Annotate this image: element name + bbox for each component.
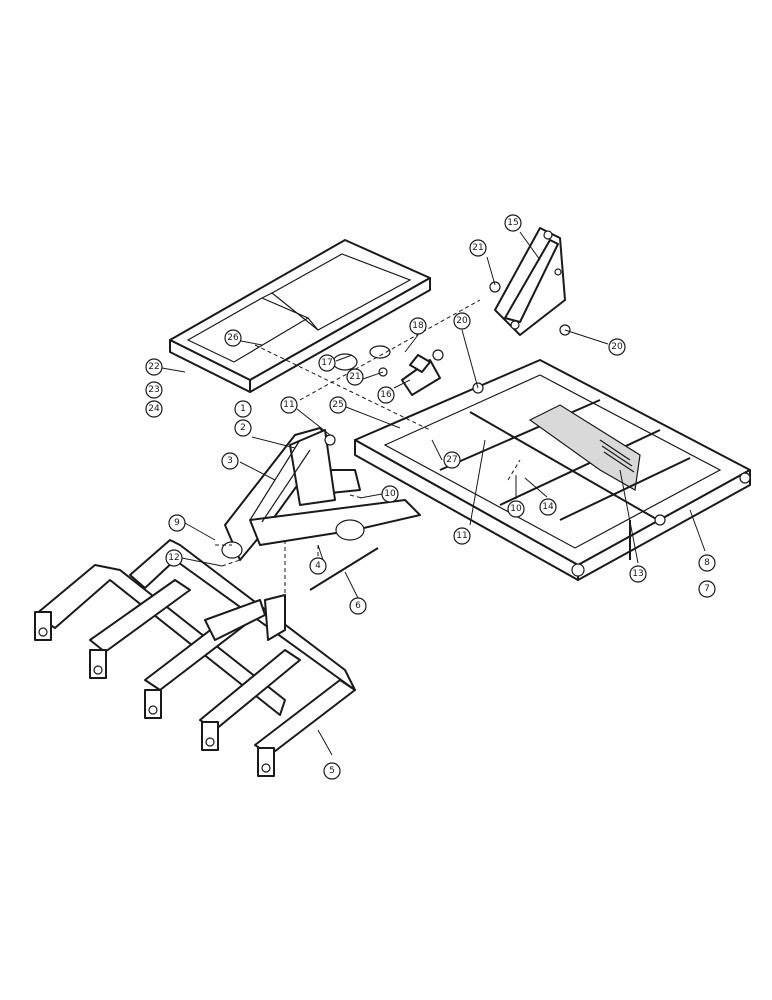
drawbar-5 bbox=[34, 539, 356, 777]
svg-text:10: 10 bbox=[384, 489, 396, 499]
svg-text:4: 4 bbox=[315, 561, 321, 571]
pin-6 bbox=[309, 547, 379, 591]
svg-text:20: 20 bbox=[611, 342, 623, 352]
svg-text:21: 21 bbox=[349, 372, 360, 382]
svg-text:21: 21 bbox=[472, 243, 483, 253]
tongue-assembly bbox=[221, 427, 421, 561]
callout-9: 9 bbox=[168, 514, 186, 532]
callout-26: 26 bbox=[224, 329, 242, 347]
callout-8: 8 bbox=[698, 554, 716, 572]
svg-text:27: 27 bbox=[446, 455, 457, 465]
svg-text:17: 17 bbox=[321, 358, 332, 368]
callout-21-top: 21 bbox=[469, 239, 487, 257]
callout-3: 3 bbox=[221, 452, 239, 470]
svg-text:16: 16 bbox=[380, 390, 392, 400]
svg-text:26: 26 bbox=[227, 333, 239, 343]
svg-text:7: 7 bbox=[704, 584, 710, 594]
callout-13: 13 bbox=[629, 565, 647, 583]
callout-1: 1 bbox=[234, 400, 252, 418]
callout-2: 2 bbox=[234, 419, 252, 437]
callout-20-top: 20 bbox=[453, 312, 471, 330]
svg-text:14: 14 bbox=[542, 502, 554, 512]
svg-text:8: 8 bbox=[704, 558, 710, 568]
callout-16: 16 bbox=[377, 386, 395, 404]
callout-10-left: 10 bbox=[381, 485, 399, 503]
callout-25: 25 bbox=[329, 396, 347, 414]
bracket-15 bbox=[494, 227, 566, 336]
svg-text:9: 9 bbox=[174, 518, 180, 528]
callout-10-right: 10 bbox=[507, 500, 525, 518]
callout-21-mid: 21 bbox=[346, 368, 364, 386]
callout-17: 17 bbox=[318, 354, 336, 372]
svg-text:10: 10 bbox=[510, 504, 522, 514]
callout-12: 12 bbox=[165, 549, 183, 567]
callout-5: 5 bbox=[323, 762, 341, 780]
svg-text:22: 22 bbox=[148, 362, 159, 372]
svg-text:3: 3 bbox=[227, 456, 233, 466]
svg-text:11: 11 bbox=[456, 531, 467, 541]
assembly-lines bbox=[215, 299, 521, 600]
callout-11-top: 11 bbox=[280, 396, 298, 414]
svg-text:15: 15 bbox=[507, 218, 518, 228]
callout-14: 14 bbox=[539, 498, 557, 516]
callout-bubbles: 1 2 3 4 5 6 7 8 9 10 10 11 11 12 13 14 1… bbox=[145, 214, 716, 780]
callout-20-right: 20 bbox=[608, 338, 626, 356]
upper-frame bbox=[169, 239, 431, 393]
callout-24: 24 bbox=[145, 400, 163, 418]
callout-27: 27 bbox=[443, 451, 461, 469]
svg-text:6: 6 bbox=[355, 601, 361, 611]
callout-23: 23 bbox=[145, 381, 163, 399]
callout-22: 22 bbox=[145, 358, 163, 376]
svg-text:13: 13 bbox=[632, 569, 643, 579]
callout-15: 15 bbox=[504, 214, 522, 232]
svg-text:25: 25 bbox=[332, 400, 343, 410]
callout-7: 7 bbox=[698, 580, 716, 598]
svg-text:5: 5 bbox=[329, 766, 335, 776]
callout-18: 18 bbox=[409, 317, 427, 335]
svg-text:20: 20 bbox=[456, 316, 468, 326]
callout-6: 6 bbox=[349, 597, 367, 615]
svg-text:1: 1 bbox=[240, 404, 246, 414]
callout-11-bottom: 11 bbox=[453, 527, 471, 545]
svg-text:23: 23 bbox=[148, 385, 159, 395]
svg-text:12: 12 bbox=[168, 553, 179, 563]
callout-4: 4 bbox=[309, 557, 327, 575]
svg-text:24: 24 bbox=[148, 404, 160, 414]
svg-text:18: 18 bbox=[412, 321, 424, 331]
svg-text:2: 2 bbox=[240, 423, 246, 433]
svg-text:11: 11 bbox=[283, 400, 294, 410]
